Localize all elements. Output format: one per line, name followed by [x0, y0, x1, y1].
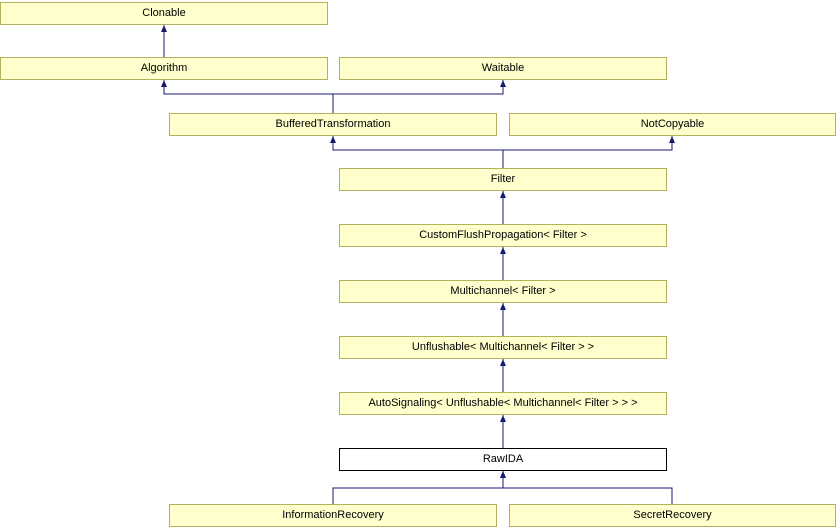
class-node-waitable[interactable]: Waitable [339, 57, 667, 80]
class-node-label: Algorithm [140, 62, 188, 74]
class-node-label: SecretRecovery [633, 509, 712, 521]
class-node-label: NotCopyable [640, 118, 705, 130]
arrowhead-icon [161, 80, 167, 87]
arrowhead-icon [500, 80, 506, 87]
arrowhead-icon [500, 247, 506, 254]
class-node-label: Clonable [142, 7, 186, 19]
class-node-auto-signaling[interactable]: AutoSignaling< Unflushable< Multichannel… [339, 392, 667, 415]
class-node-unflushable[interactable]: Unflushable< Multichannel< Filter > > [339, 336, 667, 359]
arrowhead-icon [500, 359, 506, 366]
class-node-label: CustomFlushPropagation< Filter > [419, 229, 587, 241]
class-node-custom-flush-propagation[interactable]: CustomFlushPropagation< Filter > [339, 224, 667, 247]
arrowhead-icon [500, 471, 506, 478]
arrowhead-icon [161, 25, 167, 32]
class-node-label: RawIDA [482, 453, 524, 465]
class-node-not-copyable[interactable]: NotCopyable [509, 113, 836, 136]
class-node-clonable[interactable]: Clonable [0, 2, 328, 25]
class-node-label: BufferedTransformation [275, 118, 391, 130]
inheritance-edge-secret-recovery-to-raw-ida [502, 471, 673, 504]
class-node-secret-recovery[interactable]: SecretRecovery [509, 504, 836, 527]
class-node-buffered-transformation[interactable]: BufferedTransformation [169, 113, 497, 136]
class-node-label: Unflushable< Multichannel< Filter > > [411, 341, 595, 353]
class-node-label: InformationRecovery [282, 509, 384, 521]
class-node-label: AutoSignaling< Unflushable< Multichannel… [368, 397, 638, 409]
class-node-information-recovery[interactable]: InformationRecovery [169, 504, 497, 527]
class-node-algorithm[interactable]: Algorithm [0, 57, 328, 80]
arrowhead-icon [330, 136, 336, 143]
class-node-filter[interactable]: Filter [339, 168, 667, 191]
class-node-label: Waitable [481, 62, 525, 74]
arrowhead-icon [500, 191, 506, 198]
class-node-multichannel[interactable]: Multichannel< Filter > [339, 280, 667, 303]
arrowhead-icon [500, 303, 506, 310]
class-node-label: Multichannel< Filter > [450, 285, 556, 297]
class-node-raw-ida: RawIDA [339, 448, 667, 471]
class-node-label: Filter [490, 173, 516, 185]
arrowhead-icon [500, 415, 506, 422]
arrowhead-icon [669, 136, 675, 143]
